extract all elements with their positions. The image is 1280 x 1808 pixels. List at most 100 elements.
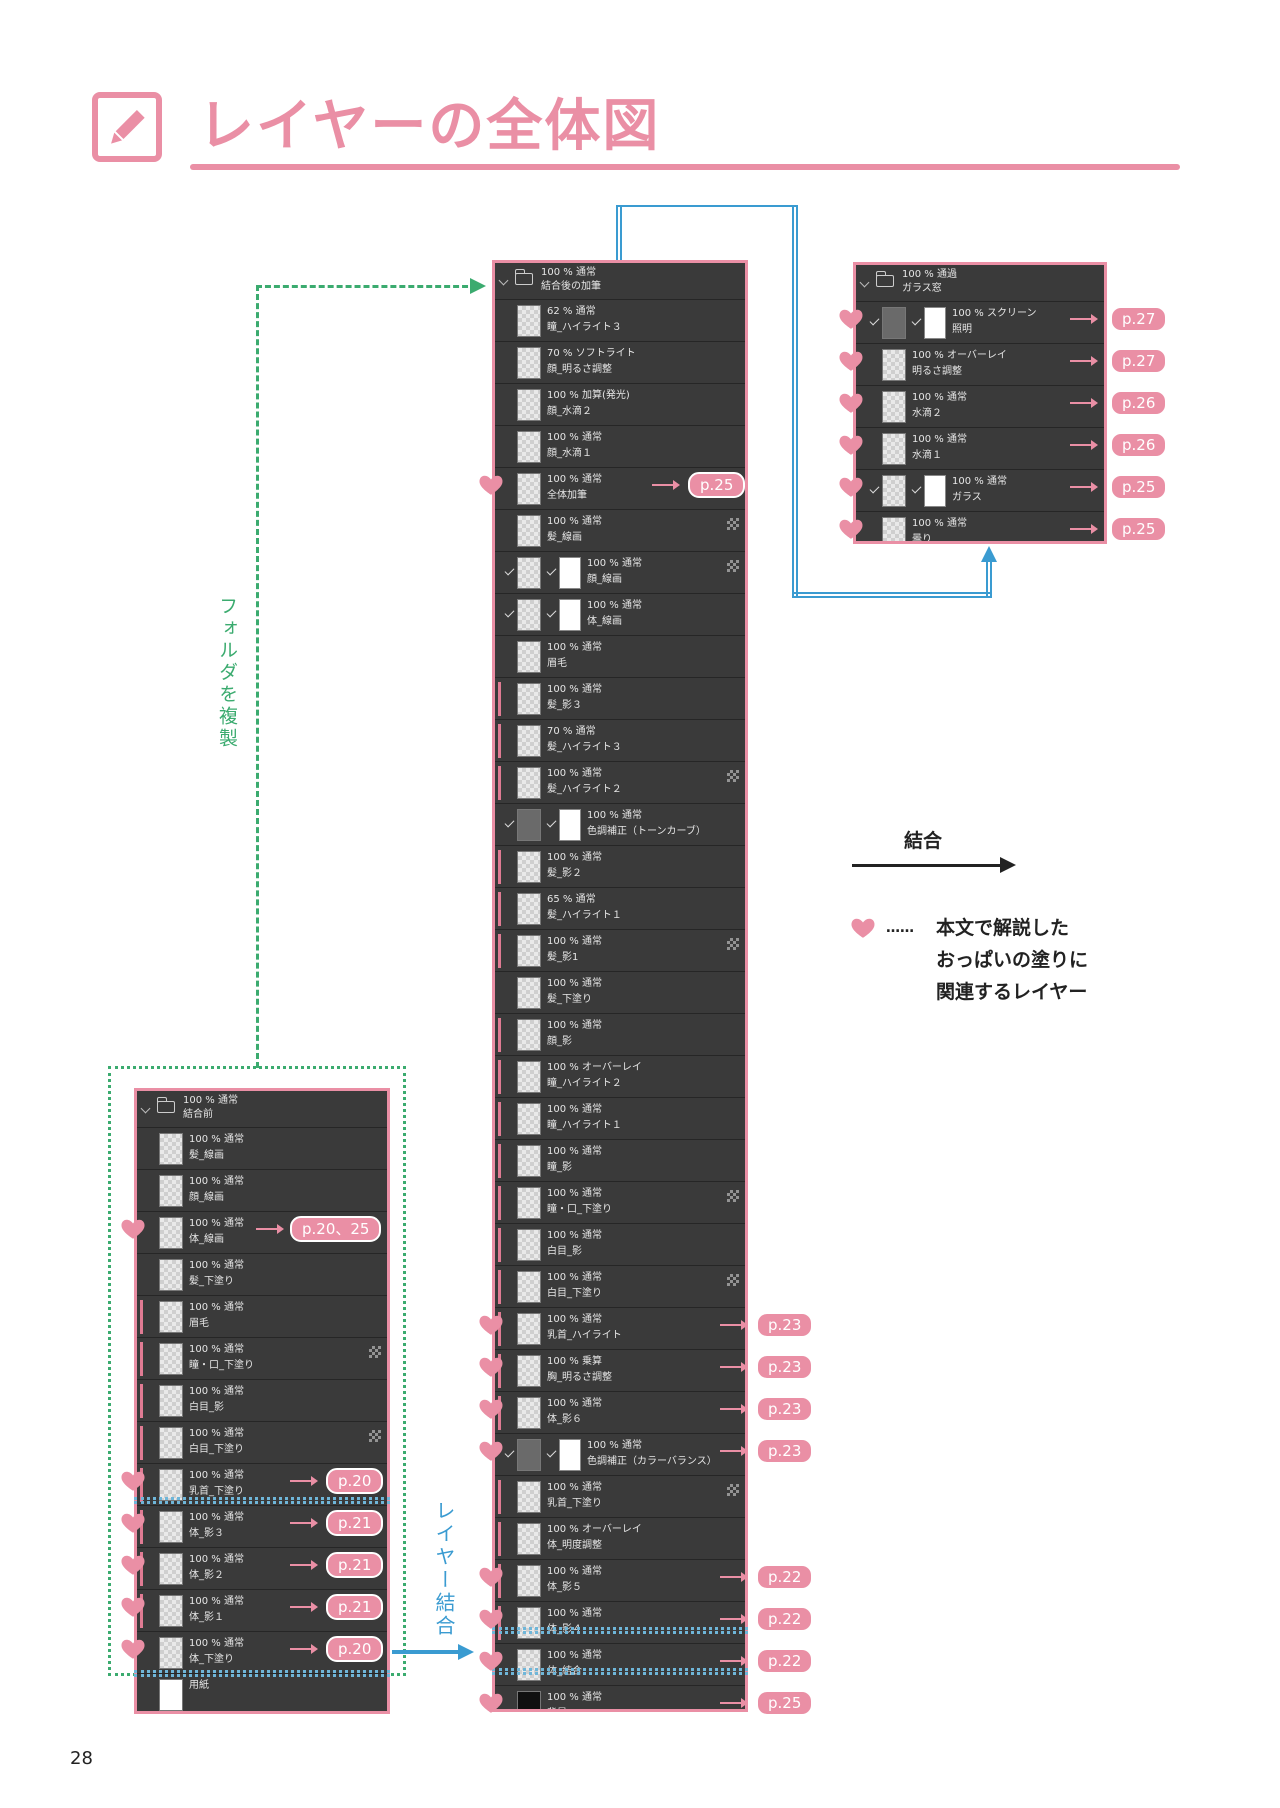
after_panel-layer-row[interactable]: 100 % 通常全体加筆 [495,468,745,510]
after_panel-layer-row[interactable]: 100 % 通常顔_水滴１ [495,426,745,468]
page-ref-badge[interactable]: p.21 [326,1594,384,1620]
page-ref-badge[interactable]: p.25 [688,472,746,498]
before_panel-layer-row[interactable]: 100 % 通常体_下塗り [137,1632,387,1674]
after_panel-layer-row[interactable]: 100 % オーバーレイ体_明度調整 [495,1518,745,1560]
glass_panel-layer-row[interactable]: 100 % オーバーレイ明るさ調整 [856,344,1104,386]
after_panel-layer-row[interactable]: 100 % 通常髪_影1 [495,930,745,972]
page-ref-badge[interactable]: p.21 [326,1552,384,1578]
after_panel-folder-row[interactable]: 100 % 通常結合後の加筆 [495,263,745,300]
page-ref-badge[interactable]: p.23 [756,1354,814,1380]
before_panel-layer-row[interactable]: 100 % 通常白目_影 [137,1380,387,1422]
after_panel-layer-row[interactable]: 100 % 通常髪_ハイライト２ [495,762,745,804]
layer-thumbnail [159,1385,183,1417]
before_panel-layer-row[interactable]: 用紙 [137,1674,387,1711]
visibility-check-icon[interactable] [504,1447,515,1458]
before_panel-layer-row[interactable]: 100 % 通常髪_下塗り [137,1254,387,1296]
visibility-check-icon[interactable] [869,315,880,326]
glass_panel-layer-row[interactable]: 100 % スクリーン照明 [856,302,1104,344]
chevron-down-icon[interactable] [498,275,509,286]
reference-layer-icon [369,1430,381,1442]
layer-label: 100 % 通常体_下塗り [189,1636,244,1668]
after_panel-layer-row[interactable]: 100 % 通常顔_線画 [495,552,745,594]
layer-label: 100 % 通常体_影１ [189,1594,244,1626]
before_panel-layer-row[interactable]: 100 % 通常顔_線画 [137,1170,387,1212]
after_panel-layer-row[interactable]: 100 % 通常体_影５ [495,1560,745,1602]
layer-mask-thumbnail [559,1439,581,1471]
page-ref-badge[interactable]: p.22 [756,1648,814,1674]
after_panel-layer-row[interactable]: 100 % 通常乳首_下塗り [495,1476,745,1518]
after_panel-layer-row[interactable]: 100 % 通常体_影４ [495,1602,745,1644]
glass_panel-layer-row[interactable]: 100 % 通常水滴２ [856,386,1104,428]
after_panel-layer-row[interactable]: 100 % 通常白目_影 [495,1224,745,1266]
page-ref-badge[interactable]: p.27 [1110,306,1168,332]
before_panel-layer-row[interactable]: 100 % 通常乳首_下塗り [137,1464,387,1506]
before_panel-layer-row[interactable]: 100 % 通常眉毛 [137,1296,387,1338]
glass_panel-layer-row[interactable]: 100 % 通常曇り [856,512,1104,541]
before_panel-layer-row[interactable]: 100 % 通常体_影３ [137,1506,387,1548]
page-ref-badge[interactable]: p.25 [1110,474,1168,500]
after_panel-layer-row[interactable]: 100 % 通常瞳_ハイライト１ [495,1098,745,1140]
after_panel-layer-row[interactable]: 100 % 通常瞳_影 [495,1140,745,1182]
before_panel-layer-row[interactable]: 100 % 通常白目_下塗り [137,1422,387,1464]
visibility-check-icon[interactable] [504,565,515,576]
after_panel-layer-row[interactable]: 100 % 通常髪_影２ [495,846,745,888]
page-ref-badge[interactable]: p.25 [1110,516,1168,542]
layer-thumbnail [882,475,906,507]
clipping-indicator [140,1552,143,1586]
glass_panel-layer-row[interactable]: 100 % 通常ガラス [856,470,1104,512]
before_panel-layer-row[interactable]: 100 % 通常髪_線画 [137,1128,387,1170]
after_panel-layer-row[interactable]: 100 % 通常背景 [495,1686,745,1709]
page-ref-badge[interactable]: p.23 [756,1396,814,1422]
page-ref-badge[interactable]: p.22 [756,1564,814,1590]
after_panel-layer-row[interactable]: 100 % 通常乳首_ハイライト [495,1308,745,1350]
layer-thumbnail [882,307,906,339]
after_panel-layer-row[interactable]: 100 % 通常髪_線画 [495,510,745,552]
folder-label: 100 % 通過ガラス窓 [902,268,957,296]
after_panel-layer-row[interactable]: 100 % 通常瞳・口_下塗り [495,1182,745,1224]
chevron-down-icon[interactable] [859,277,870,288]
page-ref-badge[interactable]: p.27 [1110,348,1168,374]
after_panel-layer-row[interactable]: 62 % 通常瞳_ハイライト３ [495,300,745,342]
after_panel-layer-row[interactable]: 100 % オーバーレイ瞳_ハイライト２ [495,1056,745,1098]
visibility-check-icon[interactable] [869,483,880,494]
before_panel-layer-row[interactable]: 100 % 通常体_線画 [137,1212,387,1254]
page-ref-badge[interactable]: p.26 [1110,390,1168,416]
chevron-down-icon[interactable] [140,1103,151,1114]
before_panel-layer-row[interactable]: 100 % 通常体_影２ [137,1548,387,1590]
page-ref-badge[interactable]: p.23 [756,1438,814,1464]
layer-name: 照明 [952,324,972,335]
page-ref-badge[interactable]: p.21 [326,1510,384,1536]
page-ref-badge[interactable]: p.20 [326,1636,384,1662]
glass_panel-layer-row[interactable]: 100 % 通常水滴１ [856,428,1104,470]
after_panel-layer-row[interactable]: 100 % 通常色調補正（カラーバランス） [495,1434,745,1476]
after_panel-layer-row[interactable]: 100 % 通常髪_下塗り [495,972,745,1014]
after_panel-layer-row[interactable]: 100 % 通常白目_下塗り [495,1266,745,1308]
after_panel-layer-row[interactable]: 100 % 加算(発光)顔_水滴２ [495,384,745,426]
after_panel-layer-row[interactable]: 100 % 通常髪_影３ [495,678,745,720]
layer-name: 顔_明るさ調整 [547,364,612,375]
glass_panel-folder-row[interactable]: 100 % 通過ガラス窓 [856,265,1104,302]
after_panel-layer-row[interactable]: 100 % 通常眉毛 [495,636,745,678]
after_panel-layer-row[interactable]: 70 % ソフトライト顔_明るさ調整 [495,342,745,384]
page-ref-badge[interactable]: p.20、25 [290,1216,382,1242]
page-ref-badge[interactable]: p.22 [756,1606,814,1632]
before_panel-folder-row[interactable]: 100 % 通常結合前 [137,1091,387,1128]
page-ref-badge[interactable]: p.20 [326,1468,384,1494]
after_panel-layer-row[interactable]: 100 % 通常体_影６ [495,1392,745,1434]
after_panel-layer-row[interactable]: 65 % 通常髪_ハイライト１ [495,888,745,930]
after_panel-layer-row[interactable]: 100 % 通常体_線画 [495,594,745,636]
visibility-check-icon[interactable] [504,817,515,828]
page-ref-badge[interactable]: p.25 [756,1690,814,1716]
after_panel-layer-row[interactable]: 100 % 通常顔_影 [495,1014,745,1056]
page-ref-badge[interactable]: p.23 [756,1312,814,1338]
before_panel-layer-row[interactable]: 100 % 通常瞳・口_下塗り [137,1338,387,1380]
after_panel-layer-row[interactable]: 70 % 通常髪_ハイライト３ [495,720,745,762]
after_panel-layer-row[interactable]: 100 % 通常色調補正（トーンカーブ） [495,804,745,846]
page-ref-badge[interactable]: p.26 [1110,432,1168,458]
highlight-heart-icon [478,472,504,498]
after_panel-layer-row[interactable]: 100 % 乗算胸_明るさ調整 [495,1350,745,1392]
visibility-check-icon[interactable] [504,607,515,618]
after_panel-layer-row[interactable]: 100 % 通常体_結合 [495,1644,745,1686]
before_panel-layer-row[interactable]: 100 % 通常体_影１ [137,1590,387,1632]
